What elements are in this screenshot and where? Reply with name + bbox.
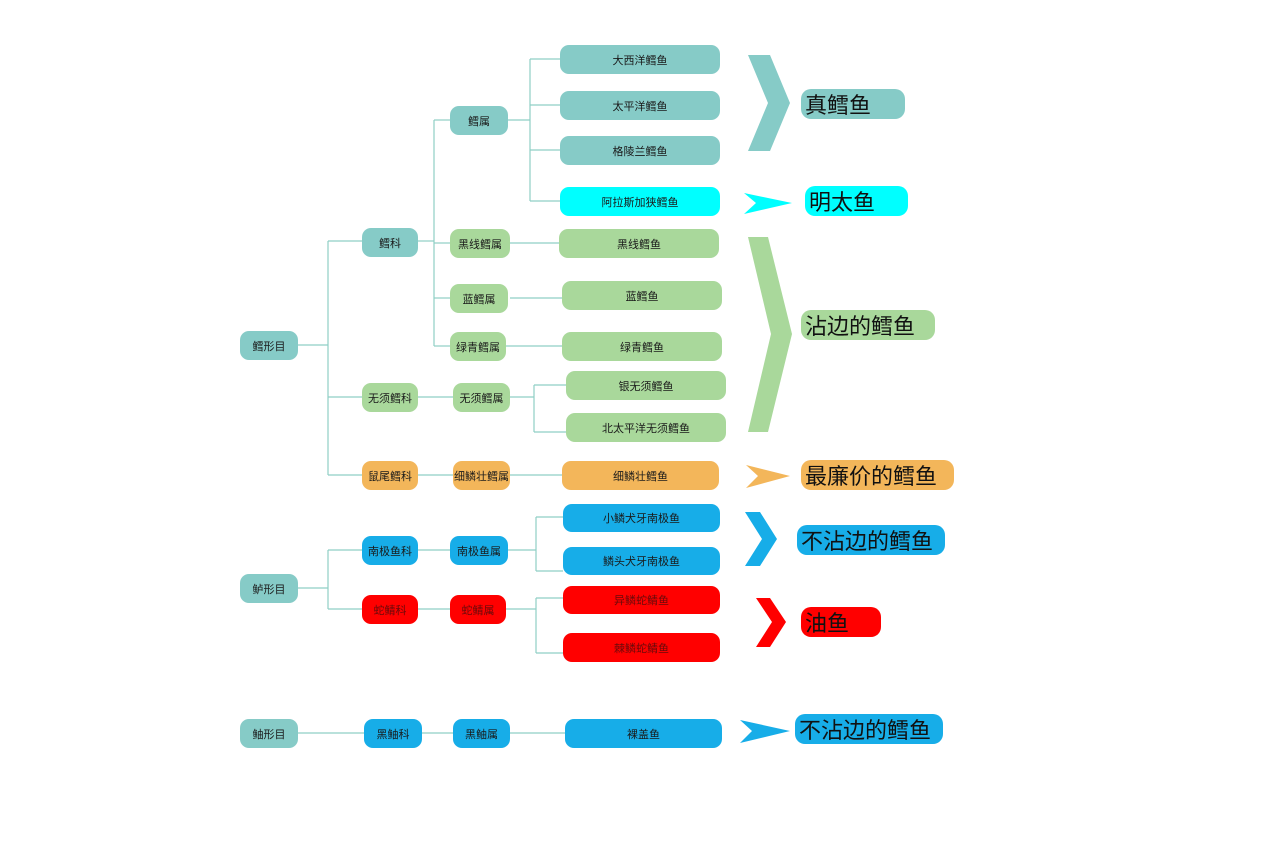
species-node: 黑线鳕鱼	[559, 229, 719, 258]
species-node: 绿青鳕鱼	[562, 332, 722, 361]
species-node: 棘鳞蛇鲭鱼	[563, 633, 720, 662]
category-label: 真鳕鱼	[801, 89, 905, 119]
species-node: 格陵兰鳕鱼	[560, 136, 720, 165]
arrowhead-icon-2	[744, 193, 792, 214]
category-label: 最廉价的鳕鱼	[801, 460, 954, 490]
species-node: 银无须鳕鱼	[566, 371, 726, 400]
genus-node: 无须鳕属	[453, 383, 510, 412]
family-node: 黑鲉科	[364, 719, 422, 748]
genus-node: 黑线鳕属	[450, 229, 510, 258]
species-node: 阿拉斯加狭鳕鱼	[560, 187, 720, 216]
genus-node: 南极鱼属	[450, 536, 508, 565]
genus-node: 蛇鲭属	[450, 595, 506, 624]
order-node: 鲈形目	[240, 574, 298, 603]
order-node: 鲉形目	[240, 719, 298, 748]
category-label: 不沾边的鳕鱼	[797, 525, 945, 555]
arrowhead-icon-4	[746, 465, 790, 488]
category-label: 明太鱼	[805, 186, 908, 216]
category-label: 不沾边的鳕鱼	[795, 714, 943, 744]
species-node: 太平洋鳕鱼	[560, 91, 720, 120]
species-node: 小鳞犬牙南极鱼	[563, 504, 720, 532]
arrowhead-icon-7	[740, 720, 790, 743]
species-node: 北太平洋无须鳕鱼	[566, 413, 726, 442]
chevron-arrow-icon-6	[756, 598, 786, 647]
category-label: 油鱼	[801, 607, 881, 637]
species-node: 裸盖鱼	[565, 719, 722, 748]
genus-node: 细鳞壮鳕属	[453, 461, 510, 490]
species-node: 大西洋鳕鱼	[560, 45, 720, 74]
species-node: 蓝鳕鱼	[562, 281, 722, 310]
species-node: 细鳞壮鳕鱼	[562, 461, 719, 490]
order-node: 鳕形目	[240, 331, 298, 360]
genus-node: 蓝鳕属	[450, 284, 508, 313]
family-node: 南极鱼科	[362, 536, 418, 565]
family-node: 无须鳕科	[362, 383, 418, 412]
genus-node: 鳕属	[450, 106, 508, 135]
family-node: 鳕科	[362, 228, 418, 257]
chevron-arrow-icon-5	[745, 512, 777, 566]
genus-node: 绿青鳕属	[450, 332, 506, 361]
family-node: 鼠尾鳕科	[362, 461, 418, 490]
category-label: 沾边的鳕鱼	[801, 310, 935, 340]
species-node: 异鳞蛇鲭鱼	[563, 586, 720, 614]
species-node: 鳞头犬牙南极鱼	[563, 547, 720, 575]
genus-node: 黑鲉属	[453, 719, 510, 748]
chevron-arrow-icon-1	[748, 55, 790, 151]
family-node: 蛇鲭科	[362, 595, 418, 624]
chevron-arrow-icon-3	[748, 237, 792, 432]
